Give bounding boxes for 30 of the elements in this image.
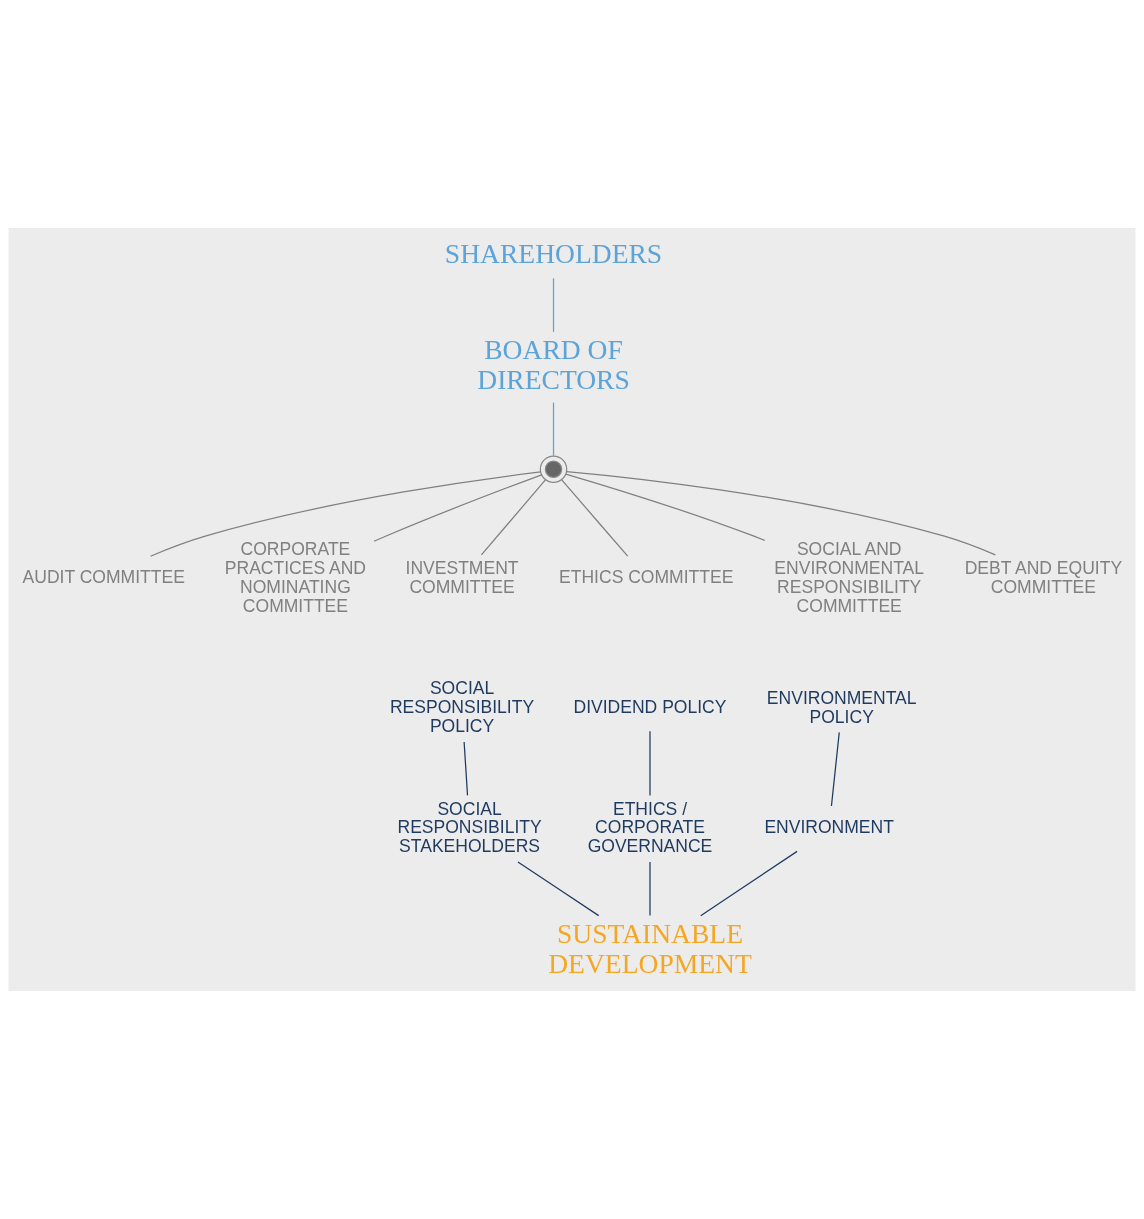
connector [552, 277, 555, 333]
node-text: AUDIT COMMITTEE [22, 567, 185, 588]
connector [649, 861, 651, 917]
node-text: SOCIAL AND ENVIRONMENTAL RESPONSIBILITY COMMITTEE [774, 539, 925, 616]
connector [480, 479, 547, 556]
connector [149, 471, 542, 557]
node-text: BOARD OF DIRECTORS [477, 334, 630, 396]
node-text: DEBT AND EQUITY COMMITTEE [964, 558, 1123, 597]
node-text: DIVIDEND POLICY [573, 697, 727, 718]
node-text: ENVIRONMENTAL POLICY [766, 687, 917, 727]
node-text: INVESTMENT COMMITTEE [405, 558, 519, 597]
node-text: SOCIAL RESPONSIBILITY POLICY [389, 678, 535, 736]
node-text: SHAREHOLDERS [444, 237, 663, 269]
node-text: ETHICS COMMITTEE [559, 567, 734, 588]
connector [552, 401, 555, 457]
connector [463, 741, 469, 796]
connector [649, 730, 651, 796]
node-text: CORPORATE PRACTICES AND NOMINATING COMMITTEE [224, 539, 367, 616]
connector [830, 731, 840, 807]
connector [373, 474, 543, 542]
connector [561, 479, 629, 557]
connector [565, 473, 766, 541]
connector [700, 850, 798, 917]
node-circle [539, 455, 568, 483]
node-text: ENVIRONMENT [764, 817, 894, 838]
connector [565, 470, 996, 556]
node-text: ETHICS / CORPORATE GOVERNANCE [587, 798, 713, 857]
node-text: SUSTAINABLE DEVELOPMENT [548, 917, 752, 979]
node-text: SOCIAL RESPONSIBILITY STAKEHOLDERS [397, 798, 542, 857]
connector [517, 861, 600, 917]
